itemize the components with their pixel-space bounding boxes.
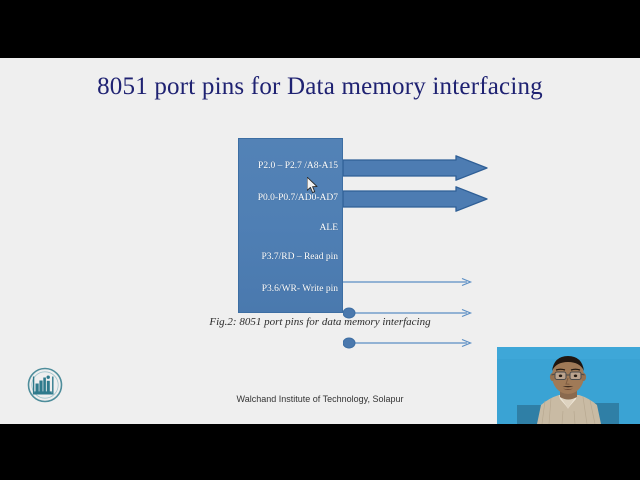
pin-label-rd: P3.7/RD – Read pin xyxy=(261,252,338,262)
microcontroller-chip-box: P2.0 – P2.7 /A8-A15 P0.0-P0.7/AD0-AD7 AL… xyxy=(238,138,343,313)
pin-label-p0: P0.0-P0.7/AD0-AD7 xyxy=(257,193,338,203)
thin-arrow-read-pin xyxy=(343,306,475,320)
block-arrow-data-bus xyxy=(343,186,488,212)
thin-arrow-write-pin xyxy=(343,336,475,350)
letterbox-top xyxy=(0,0,640,58)
pin-label-p2: P2.0 – P2.7 /A8-A15 xyxy=(258,161,338,171)
block-arrow-address-bus xyxy=(343,155,488,181)
page-title: 8051 port pins for Data memory interfaci… xyxy=(97,73,543,100)
figure-caption: Fig.2: 8051 port pins for data memory in… xyxy=(209,316,431,328)
presentation-slide: 8051 port pins for Data memory interfaci… xyxy=(0,58,640,424)
presenter-video-overlay[interactable] xyxy=(497,347,640,424)
pin-label-ale: ALE xyxy=(319,223,338,233)
slide-footer: Walchand Institute of Technology, Solapu… xyxy=(236,394,404,404)
walchand-institute-logo-icon xyxy=(24,364,66,406)
thin-arrow-ale xyxy=(343,277,475,287)
mouse-pointer-icon xyxy=(307,177,319,195)
letterbox-bottom xyxy=(0,424,640,480)
port-pin-diagram: P2.0 – P2.7 /A8-A15 P0.0-P0.7/AD0-AD7 AL… xyxy=(0,58,640,424)
pin-label-wr: P3.6/WR- Write pin xyxy=(261,284,338,294)
